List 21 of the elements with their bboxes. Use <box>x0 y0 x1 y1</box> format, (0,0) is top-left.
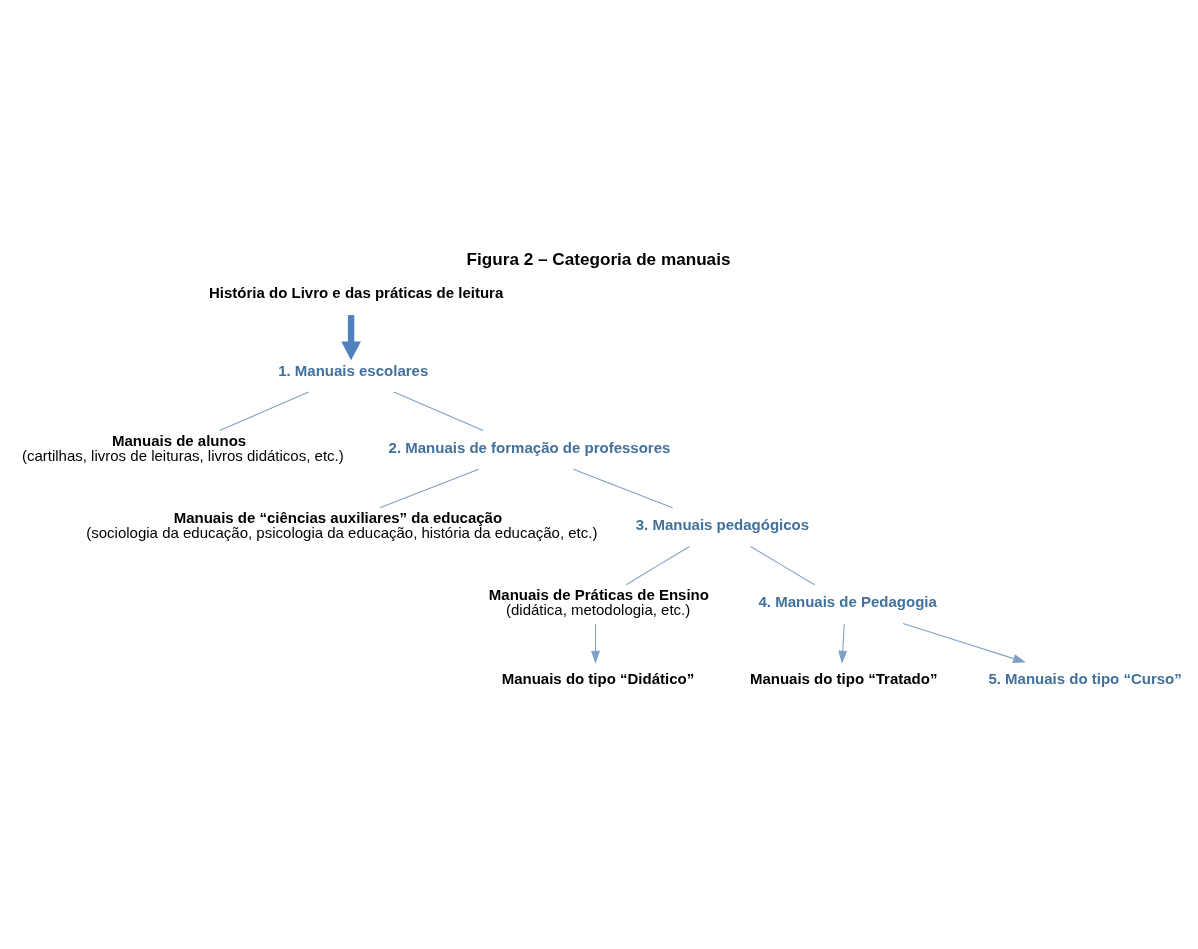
connector <box>393 391 484 431</box>
node-text: 2. Manuais de formação de professores <box>388 438 671 456</box>
connector <box>625 545 690 586</box>
node-text: 4. Manuais de Pedagogia <box>758 593 937 611</box>
node-text: Manuais do tipo “Tratado” <box>749 670 938 688</box>
connector <box>379 468 480 509</box>
node-text: Manuais de “ciências auxiliares” da educação (sociologia da educação, psicologia da educação, história da educação, etc.) <box>86 508 598 541</box>
node-text: 1. Manuais escolares <box>278 361 429 379</box>
node-text: Manuais do tipo “Didático” <box>501 670 695 688</box>
node-text: Manuais de alunos (cartilhas, livros de leituras, livros didáticos, etc.) <box>21 431 344 464</box>
connector <box>219 391 310 431</box>
node-text: História do Livro e das práticas de leitura <box>209 284 504 302</box>
node-text: Manuais de Práticas de Ensino (didática, metodologia, etc.) <box>488 586 709 619</box>
diagram-title: Figura 2 – Categoria de manuais <box>466 249 731 270</box>
arrow <box>902 623 1026 663</box>
node-text: 3. Manuais pedagógicos <box>635 515 810 533</box>
node-text: 5. Manuais do tipo “Curso” <box>988 670 1182 688</box>
connector <box>750 545 816 586</box>
connector <box>572 468 674 509</box>
arrow <box>591 623 601 664</box>
arrow <box>838 623 848 664</box>
